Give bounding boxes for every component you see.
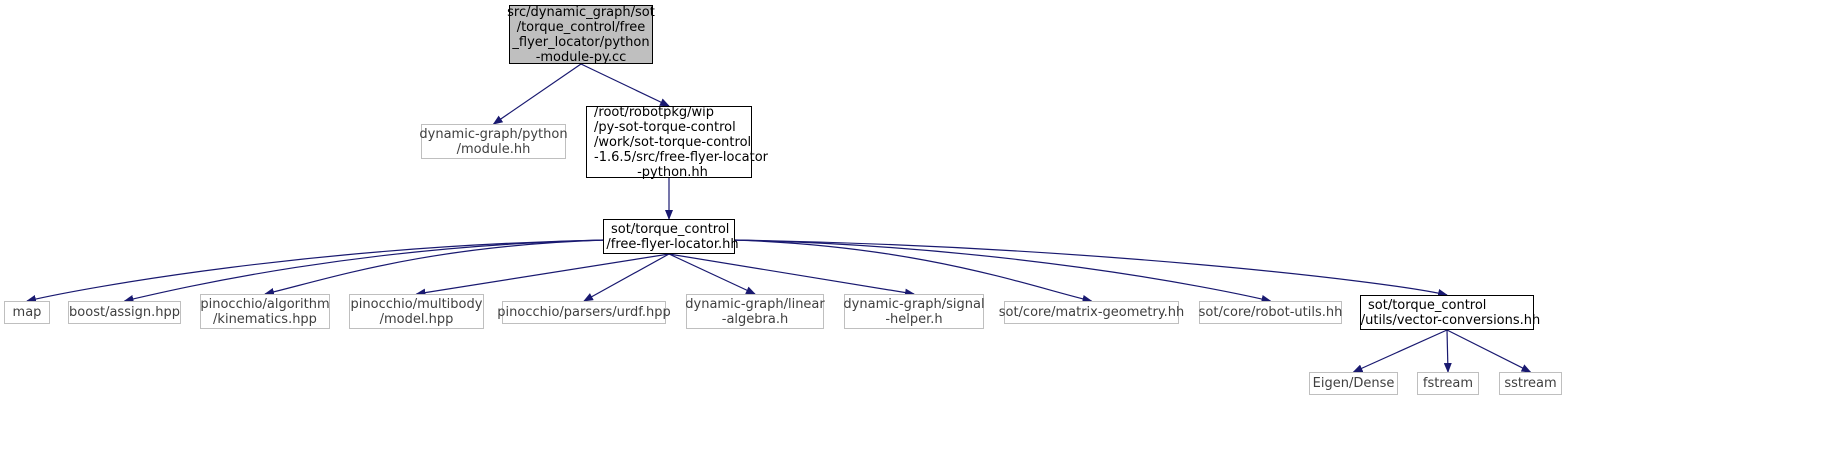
node-label-line: sot/core/robot-utils.hh: [1198, 305, 1343, 320]
node-label-line: /module.hh: [456, 141, 531, 157]
node-map[interactable]: map: [4, 301, 50, 324]
edge-ffl-to-robot-utils: [732, 239, 1272, 303]
edge-ffl-to-pin-model: [415, 253, 670, 297]
node-label-line: dynamic-graph/python: [419, 126, 568, 142]
edge-ffl-to-boost-assign: [123, 239, 606, 303]
edge-ffl-to-map: [26, 239, 606, 303]
edge-root-to-ffl-python: [580, 63, 670, 107]
edges-layer: [26, 63, 1532, 373]
node-dg-signal-helper[interactable]: dynamic-graph/signal-helper.h: [843, 294, 985, 329]
node-pin-model[interactable]: pinocchio/multibody/model.hpp: [349, 294, 484, 329]
node-matrix-geometry[interactable]: sot/core/matrix-geometry.hh: [999, 301, 1184, 324]
node-label-line: sot/core/matrix-geometry.hh: [998, 305, 1185, 320]
node-label-line: /py-sot-torque-control: [594, 119, 736, 135]
node-sstream[interactable]: sstream: [1499, 372, 1562, 395]
node-root[interactable]: src/dynamic_graph/sot/torque_control/fre…: [507, 4, 655, 65]
node-dg-linear-algebra[interactable]: dynamic-graph/linear-algebra.h: [685, 294, 825, 329]
edge-ffl-to-matrix-geometry: [732, 239, 1093, 303]
edge-vector-conversions-to-fstream: [1443, 329, 1452, 373]
node-fstream[interactable]: fstream: [1417, 372, 1479, 395]
node-label-line: /model.hpp: [379, 311, 454, 327]
edge-ffl-to-pin-urdf: [583, 253, 670, 302]
node-ffl-python[interactable]: /root/robotpkg/wip/py-sot-torque-control…: [586, 104, 768, 180]
edge-vector-conversions-to-sstream: [1446, 329, 1532, 373]
node-label-line: sot/torque_control: [1368, 297, 1487, 313]
edge-vector-conversions-to-eigen-dense: [1352, 329, 1448, 373]
node-label-line: -module-py.cc: [535, 49, 627, 65]
edge-ffl-to-dg-signal-helper: [668, 253, 915, 297]
node-robot-utils[interactable]: sot/core/robot-utils.hh: [1199, 301, 1342, 324]
edge-ffl-to-dg-linear-algebra: [668, 253, 756, 295]
node-label-line: pinocchio/parsers/urdf.hpp: [497, 305, 671, 320]
node-boost-assign[interactable]: boost/assign.hpp: [68, 301, 181, 324]
node-label-line: -helper.h: [885, 311, 943, 327]
node-label-line: src/dynamic_graph/sot: [507, 4, 655, 20]
node-label-line: pinocchio/multibody: [350, 296, 483, 312]
node-label-line: /kinematics.hpp: [213, 311, 317, 327]
node-label-line: -algebra.h: [721, 311, 789, 327]
node-label-line: /utils/vector-conversions.hh: [1360, 312, 1541, 328]
node-label-line: /root/robotpkg/wip: [594, 104, 715, 120]
node-label-line: dynamic-graph/signal: [843, 296, 985, 312]
node-ffl[interactable]: sot/torque_control/free-flyer-locator.hh: [603, 219, 739, 254]
node-pin-kinematics[interactable]: pinocchio/algorithm/kinematics.hpp: [200, 294, 330, 329]
node-label-line: map: [12, 305, 42, 320]
node-label-line: -python.hh: [637, 164, 708, 180]
node-label-line: sstream: [1504, 376, 1557, 391]
node-label-line: _flyer_locator/python: [512, 34, 650, 50]
edge-ffl-to-vector-conversions: [732, 239, 1448, 297]
node-label-line: boost/assign.hpp: [69, 305, 180, 320]
node-label-line: -1.6.5/src/free-flyer-locator: [594, 149, 768, 165]
node-label-line: sot/torque_control: [611, 221, 730, 237]
node-label-line: pinocchio/algorithm: [200, 296, 330, 312]
node-label-line: Eigen/Dense: [1312, 376, 1395, 391]
node-label-line: /free-flyer-locator.hh: [606, 236, 739, 252]
edge-ffl-to-pin-kinematics: [264, 239, 606, 296]
node-python-module[interactable]: dynamic-graph/python/module.hh: [419, 124, 568, 159]
node-eigen-dense[interactable]: Eigen/Dense: [1309, 372, 1398, 395]
node-vector-conversions[interactable]: sot/torque_control/utils/vector-conversi…: [1360, 295, 1540, 330]
node-label-line: dynamic-graph/linear: [685, 296, 825, 312]
node-label-line: /torque_control/free: [516, 19, 646, 35]
node-label-line: /work/sot-torque-control: [594, 134, 752, 150]
edge-root-to-python-module: [492, 63, 582, 125]
node-pin-urdf[interactable]: pinocchio/parsers/urdf.hpp: [497, 301, 671, 324]
node-label-line: fstream: [1422, 376, 1474, 391]
